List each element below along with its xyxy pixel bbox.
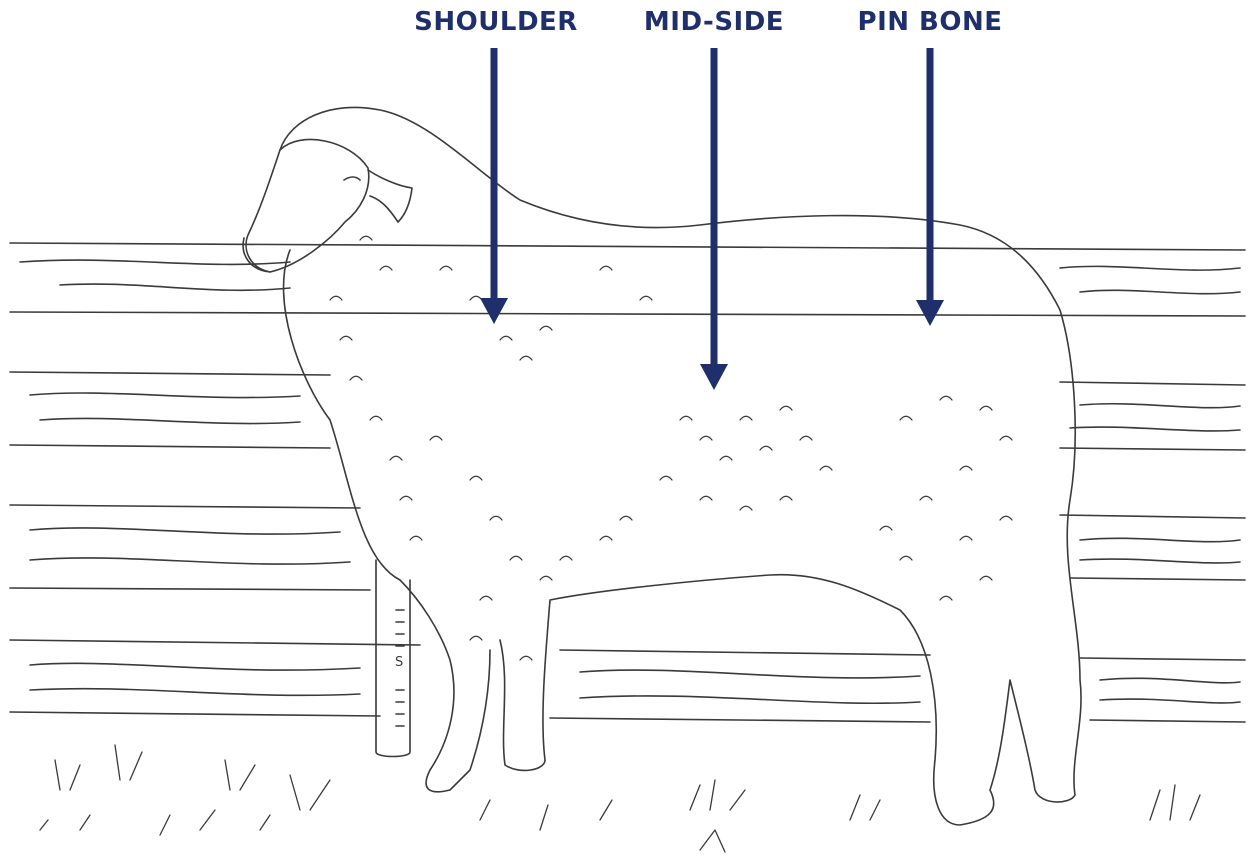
fence-rail: [10, 505, 1245, 590]
label-pin-bone: PIN BONE: [858, 6, 1003, 38]
sheep: [243, 107, 1081, 825]
gauge-mark: S: [395, 655, 403, 670]
label-shoulder: SHOULDER: [414, 6, 578, 38]
label-mid-side: MID-SIDE: [644, 6, 784, 38]
arrow-shoulder-head: [480, 298, 508, 324]
grass: [40, 745, 1200, 852]
fence-rail: [10, 243, 1245, 316]
measuring-post: [376, 560, 410, 757]
arrows: [480, 48, 944, 390]
fence-rail: [10, 372, 1245, 450]
fence-rail: [10, 640, 1245, 722]
arrow-mid-side-head: [700, 364, 728, 390]
arrow-pin-bone-head: [916, 300, 944, 326]
fence: [10, 243, 1245, 722]
